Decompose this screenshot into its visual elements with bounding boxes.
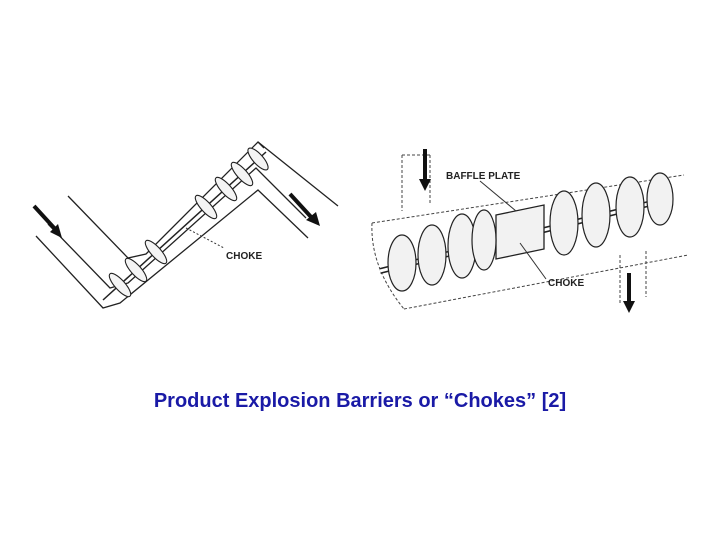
housing-outline bbox=[371, 154, 689, 310]
trough-inner-edge bbox=[47, 167, 307, 289]
slide-caption: Product Explosion Barriers or “Chokes” [… bbox=[153, 390, 567, 412]
flow-arrow-icon bbox=[288, 192, 320, 226]
baffle-plate-label: BAFFLE PLATE bbox=[446, 171, 521, 182]
horizontal-conveyor-diagram: BAFFLE PLATE CHOKE bbox=[371, 149, 689, 313]
inclined-conveyor-diagram: CHOKE bbox=[32, 141, 339, 309]
screw-flights bbox=[387, 172, 674, 292]
flow-arrow-icon bbox=[32, 204, 62, 238]
screw-flights bbox=[108, 147, 269, 298]
choke-leader bbox=[519, 242, 547, 280]
choke-leader bbox=[185, 227, 225, 249]
flow-arrow-icon bbox=[623, 273, 635, 313]
choke-label: CHOKE bbox=[226, 251, 262, 262]
trough-rim bbox=[257, 141, 265, 149]
flow-arrow-icon bbox=[419, 149, 431, 191]
choke-label: CHOKE bbox=[548, 278, 584, 289]
baffle-leader bbox=[479, 180, 517, 212]
trough-lower-edge bbox=[35, 189, 309, 309]
baffle-plate bbox=[495, 204, 545, 260]
